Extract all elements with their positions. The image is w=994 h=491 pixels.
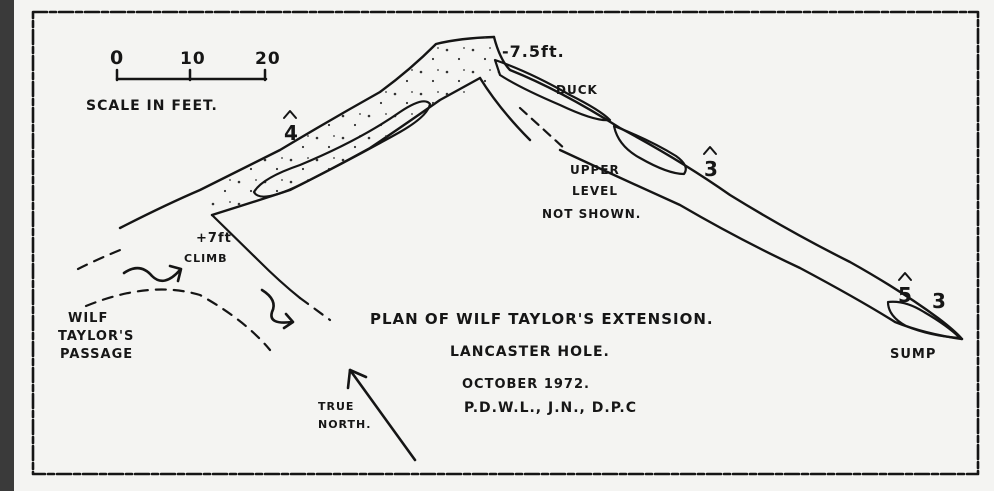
passage-continuation-south-2	[298, 296, 332, 322]
survey-date: OCTOBER 1972.	[462, 377, 590, 392]
junction-depth-label: +7ft	[196, 231, 232, 246]
page-margin	[0, 0, 14, 491]
caret-5	[898, 272, 912, 281]
junction-climb-label: CLIMB	[184, 252, 228, 265]
north-label-1: TRUE	[318, 400, 354, 413]
pool-5-depth: 5	[898, 283, 913, 307]
caret-3-upper	[703, 146, 717, 155]
flow-arrow-west	[122, 264, 183, 283]
passage-label-2: TAYLOR'S	[58, 329, 134, 344]
title-line-1: PLAN OF WILF TAYLOR'S EXTENSION.	[370, 310, 714, 328]
scale-bar: 0 10 20 SCALE IN FEET.	[86, 47, 281, 114]
scale-tick-20: 20	[255, 49, 281, 69]
pool-3-upper-depth: 3	[704, 157, 719, 181]
pool-4-hatched	[252, 100, 432, 198]
passage-label-1: WILF	[68, 311, 108, 326]
title-line-2: LANCASTER HOLE.	[450, 344, 610, 360]
paper-sheet	[14, 0, 994, 491]
pool-3-lower-depth: 3	[932, 289, 947, 313]
diagram-frame	[31, 10, 980, 476]
passage-label-3: PASSAGE	[60, 347, 133, 362]
junction-wall	[210, 213, 302, 300]
sump-pools-hatched	[886, 300, 962, 340]
passage-wall-right-north	[492, 35, 964, 341]
pool-3-hatched	[612, 124, 687, 176]
duck-label: DUCK	[556, 83, 598, 97]
depth-top-label: -7.5ft.	[502, 42, 565, 61]
upper-level-label-2: LEVEL	[572, 184, 618, 198]
passage-continuation-west	[76, 246, 127, 271]
scale-tick-10: 10	[180, 49, 206, 69]
flow-arrow-south	[260, 288, 295, 330]
passage-continuation-south-1	[84, 288, 272, 352]
north-arrow	[346, 368, 417, 462]
upper-level-label-3: NOT SHOWN.	[542, 207, 641, 221]
scale-tick-0: 0	[110, 47, 124, 69]
north-label-2: NORTH.	[318, 418, 371, 431]
cave-passage-plan	[76, 35, 964, 352]
pool-duck-hatched	[493, 58, 612, 122]
scale-label: SCALE IN FEET.	[86, 98, 218, 114]
upper-level-label-1: UPPER	[570, 163, 620, 177]
passage-sediment	[200, 37, 500, 215]
sump-label: SUMP	[890, 347, 936, 362]
upper-level-dashed	[518, 106, 568, 152]
survey-authors: P.D.W.L., J.N., D.P.C	[464, 400, 637, 416]
caret-4	[283, 110, 297, 119]
pool-4-depth: 4	[284, 121, 299, 145]
